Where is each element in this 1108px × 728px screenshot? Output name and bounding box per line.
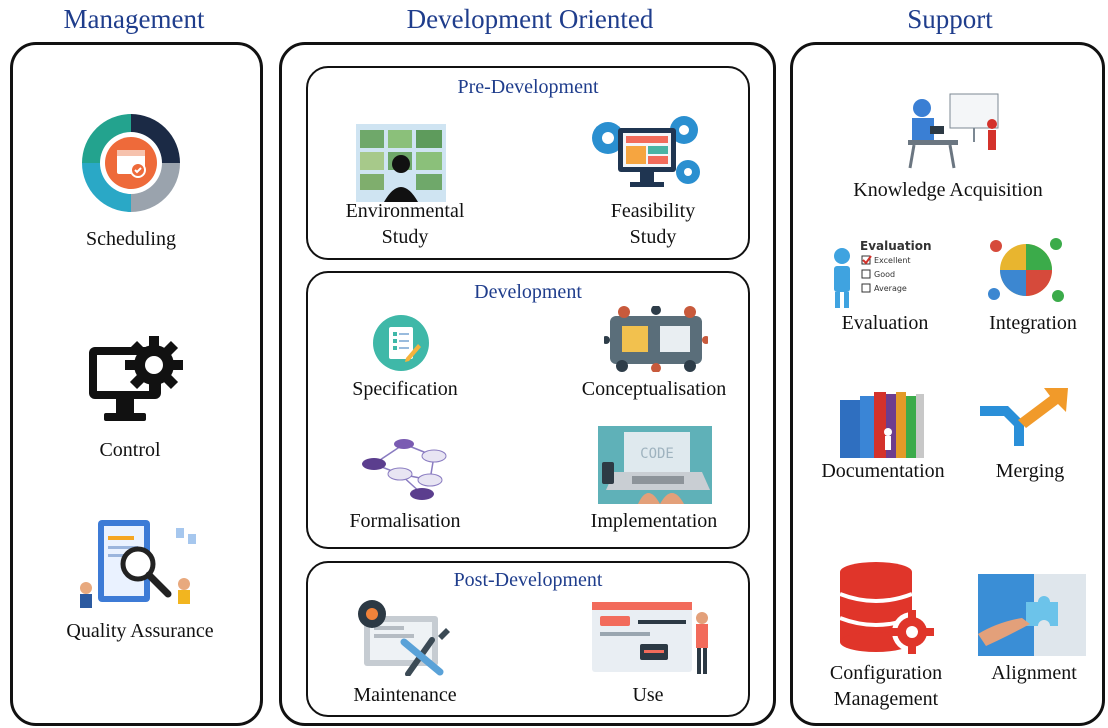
documentation-binders-icon	[836, 386, 926, 458]
merging-arrows-icon	[978, 386, 1070, 450]
feasibility-study-line2: Study	[629, 226, 677, 248]
environmental-study-label: Environmental Study	[320, 198, 490, 250]
control-monitor-gear-icon	[86, 335, 186, 427]
post-development-title: Post-Development	[453, 569, 603, 591]
scheduling-icon	[80, 112, 182, 214]
quality-assurance-label: Quality Assurance	[66, 620, 214, 642]
support-column-title: Support	[907, 4, 993, 34]
development-column-title: Development Oriented	[406, 4, 654, 34]
conceptualisation-icon	[604, 306, 708, 372]
implementation-label: Implementation	[590, 510, 718, 532]
evaluation-card-excellent: Excellent	[874, 256, 911, 265]
specification-icon	[372, 314, 430, 372]
configuration-management-line1: Configuration	[829, 662, 943, 684]
specification-label: Specification	[352, 378, 458, 400]
knowledge-acquisition-label: Knowledge Acquisition	[853, 179, 1043, 201]
implementation-laptop-icon: CODE	[598, 426, 712, 504]
maintenance-icon	[350, 596, 452, 676]
scheduling-label: Scheduling	[86, 228, 176, 250]
knowledge-acquisition-icon	[900, 90, 1008, 170]
merging-label: Merging	[995, 460, 1065, 482]
implementation-code-text: CODE	[640, 446, 674, 462]
configuration-management-line2: Management	[833, 688, 939, 710]
evaluation-card-heading: Evaluation	[860, 239, 932, 253]
documentation-label: Documentation	[821, 460, 945, 482]
environmental-study-line2: Study	[381, 226, 429, 248]
formalisation-label: Formalisation	[349, 510, 461, 532]
evaluation-card-average: Average	[874, 284, 907, 293]
quality-assurance-icon	[76, 514, 206, 610]
alignment-puzzle-icon	[978, 574, 1086, 656]
configuration-management-label: Configuration Management	[806, 660, 966, 712]
integration-puzzle-icon	[986, 232, 1066, 306]
configuration-management-database-icon	[836, 560, 938, 656]
use-label: Use	[632, 684, 664, 706]
management-column-title: Management	[63, 4, 205, 34]
feasibility-study-icon	[588, 108, 706, 194]
control-label: Control	[99, 439, 161, 461]
conceptualisation-label: Conceptualisation	[581, 378, 727, 400]
development-title: Development	[474, 281, 582, 303]
evaluation-card-good: Good	[874, 270, 895, 279]
integration-label: Integration	[989, 312, 1077, 334]
pre-development-title: Pre-Development	[457, 76, 599, 98]
feasibility-study-line1: Feasibility	[610, 200, 696, 222]
evaluation-icon: Evaluation Excellent Good Average	[826, 236, 938, 308]
environmental-study-icon	[356, 124, 446, 202]
maintenance-label: Maintenance	[353, 684, 457, 706]
evaluation-label: Evaluation	[841, 312, 929, 334]
use-icon	[592, 598, 718, 678]
alignment-label: Alignment	[991, 662, 1077, 684]
feasibility-study-label: Feasibility Study	[578, 198, 728, 250]
environmental-study-line1: Environmental	[345, 200, 465, 222]
formalisation-icon	[360, 436, 450, 502]
